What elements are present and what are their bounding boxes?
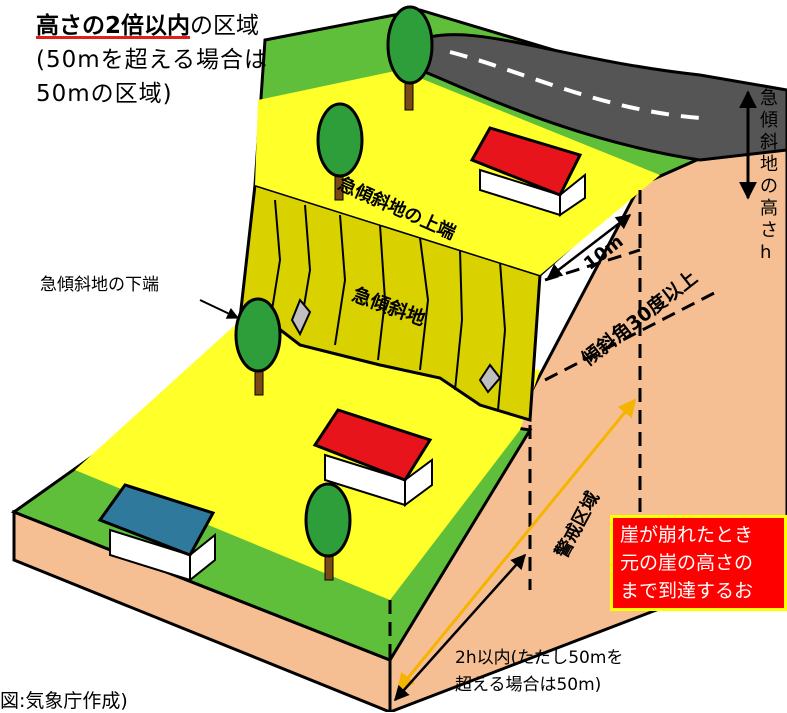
- warning-line: まで到達するお: [620, 580, 754, 602]
- tree: [386, 5, 434, 111]
- zone-title-rest: の区域: [190, 13, 260, 39]
- bottom-edge-leader: [199, 299, 240, 319]
- zone-title: 高さの2倍以内の区域: [36, 6, 259, 40]
- distance-arrow: [546, 214, 632, 279]
- zone-title-emphasis: 高さの2倍以内: [36, 13, 191, 39]
- rock: [290, 298, 312, 337]
- warning-line: 崖が崩れたとき: [620, 524, 754, 546]
- zone-title-line3: 50mの区域): [36, 81, 173, 107]
- range-label-line1: 2h以内(ただし50mを: [455, 648, 624, 668]
- height-label: 急傾斜地の高さh: [760, 88, 778, 263]
- tree: [316, 102, 364, 201]
- range-arrow-black: [393, 553, 527, 702]
- tree: [304, 482, 352, 581]
- bottom-edge-label: 急傾斜地の下端: [40, 275, 159, 295]
- range-label-line2: 超える場合は50m): [455, 675, 602, 695]
- zone-title-line2: (50mを超える場合は: [36, 47, 268, 73]
- warning-line: 元の崖の高さの: [620, 552, 754, 574]
- source-caption: 図:気象庁作成): [0, 690, 128, 712]
- cliff-cracks: [271, 199, 507, 411]
- house-upper: [469, 126, 586, 217]
- tree: [234, 297, 282, 396]
- house-lower-blue: [97, 483, 216, 583]
- rock: [478, 363, 502, 394]
- road: [418, 33, 787, 162]
- collapse-warning-box: 崖が崩れたとき 元の崖の高さの まで到達するお: [610, 515, 787, 611]
